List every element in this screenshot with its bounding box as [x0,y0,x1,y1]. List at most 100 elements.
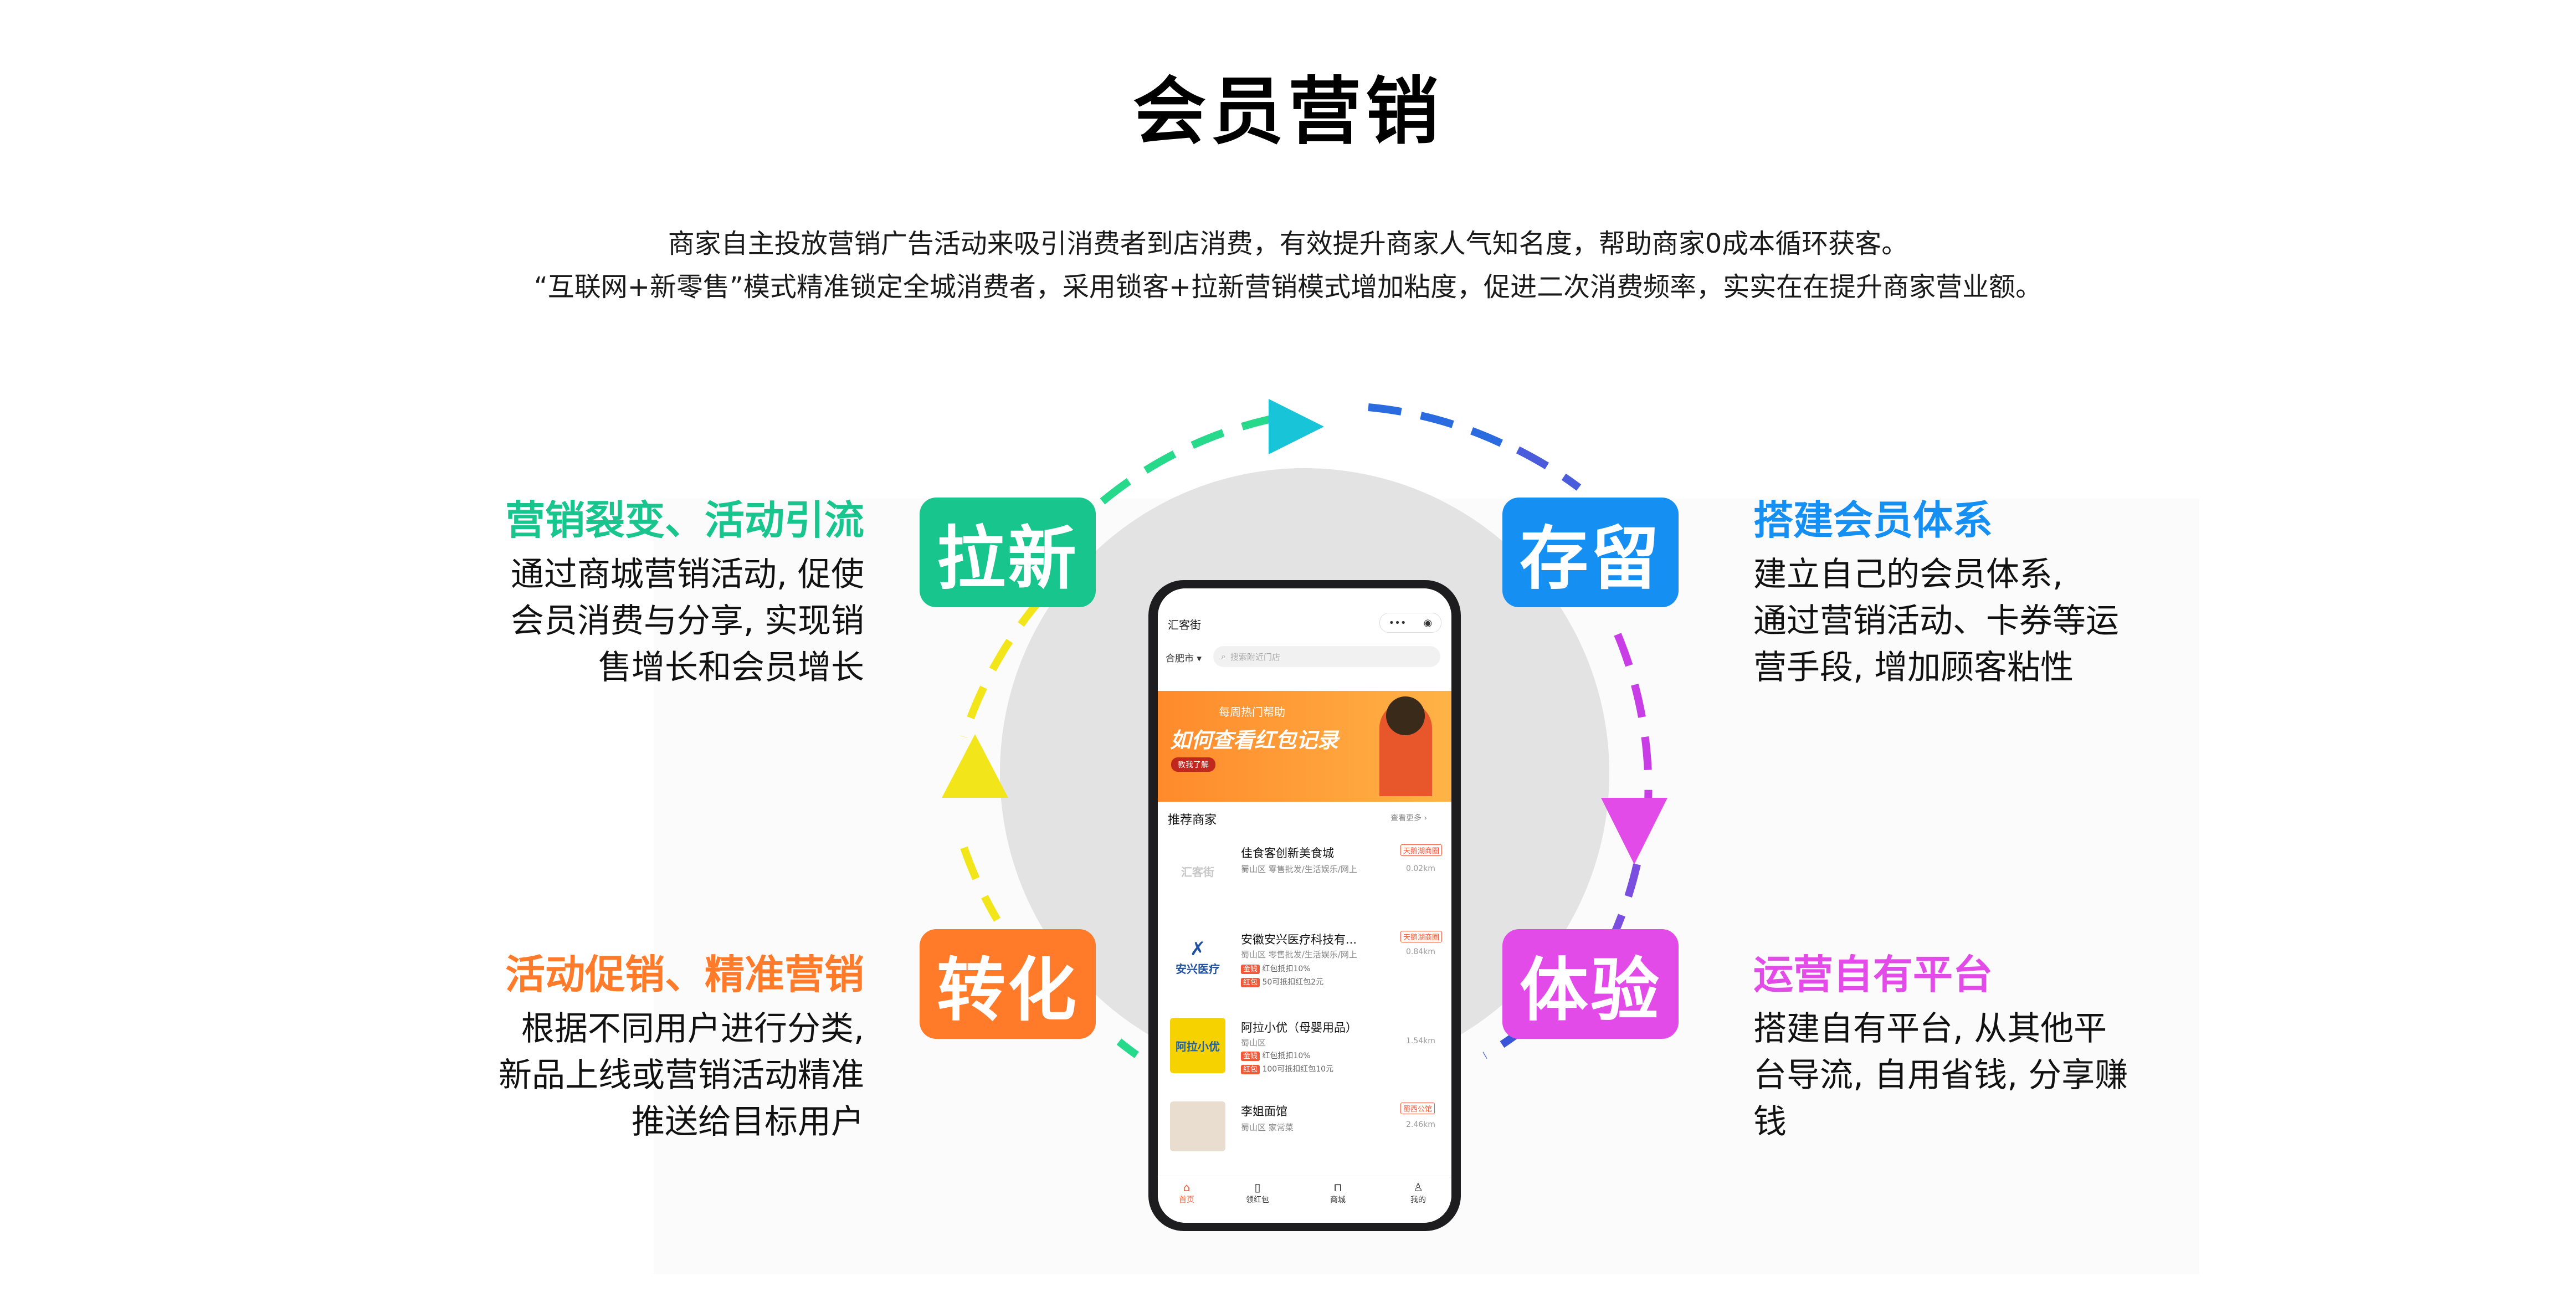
laxin-desc: 通过商城营销活动, 促使 会员消费与分享, 实现销 售增长和会员增长 [388,551,864,691]
nav-item-redpacket[interactable]: ▯ 领红包 [1235,1181,1280,1205]
offer-text: 红包抵扣10% [1262,965,1311,973]
banner-main-text: 如何查看红包记录 [1170,728,1339,752]
search-icon: ⌕ [1221,651,1226,662]
merchant-sub: 蜀山区 零售批发/生活娱乐/网上 [1241,864,1357,874]
merchant-sub: 蜀山区 家常菜 [1241,1122,1294,1132]
merchant-name: 安徽安兴医疗科技有... [1241,933,1357,946]
merchant-logo: ✗ 安兴医疗 [1170,932,1225,982]
merchant-logo-text: 安兴医疗 [1176,962,1220,976]
nav-item-mine[interactable]: ♙ 我的 [1396,1181,1440,1205]
cunliu-desc-line: 建立自己的会员体系, [1753,555,2064,594]
tiyan-desc-line: 搭建自有平台, 从其他平 [1753,1009,2107,1048]
merchant-name: 佳食客创新美食城 [1241,847,1334,860]
merchant-logo: 阿拉小优 [1170,1018,1225,1073]
bottom-nav: ⌂ 首页 ▯ 领红包 ⊓ 商城 ♙ 我的 [1158,1176,1451,1223]
offer-tag: 金钱 [1241,1052,1260,1061]
merchant-row[interactable]: 阿拉小优 阿拉小优（母婴用品） 蜀山区 金钱 红包抵扣10% 红包 100可抵扣… [1158,1007,1451,1090]
bag-icon: ⊓ [1333,1181,1342,1194]
merchant-sub: 蜀山区 [1241,1038,1266,1048]
offer-text: 红包抵扣10% [1262,1052,1311,1060]
arrow-left [942,734,1008,798]
offer-tag: 红包 [1241,1065,1260,1074]
laxin-desc-line: 售增长和会员增长 [598,648,864,687]
search-placeholder: 搜索附近门店 [1230,652,1280,662]
nav-label: 我的 [1410,1196,1426,1204]
ring-arc-bottom-left [1116,1038,1152,1067]
offer-text: 100可抵扣红包10元 [1262,1065,1334,1074]
app-title: 汇客街 [1168,618,1201,632]
chevron-right-icon: › [1422,814,1428,823]
nav-item-home[interactable]: ⌂ 首页 [1164,1181,1209,1205]
laxin-desc-line: 会员消费与分享, 实现销 [510,602,864,640]
laxin-desc-line: 通过商城营销活动, 促使 [510,555,864,594]
merchant-badge: 天鹅湖商圈 [1400,931,1443,942]
zhuanhua-desc-line: 根据不同用户进行分类, [521,1009,864,1048]
ring-arc-left-upper [960,596,1045,739]
tiyan-desc-line: 钱 [1753,1103,1787,1141]
merchant-distance: 0.02km [1406,864,1435,873]
laxin-heading: 营销裂变、活动引流 [505,497,864,544]
banner-button[interactable]: 教我了解 [1171,757,1215,772]
merchant-logo [1170,1101,1225,1151]
page-title: 会员营销 [1133,69,1443,155]
offer-line: 红包 50可抵扣红包2元 [1241,976,1323,987]
status-bar [1158,588,1451,605]
chevron-down-icon: ▾ [1194,653,1202,664]
merchant-distance: 2.46km [1406,1120,1435,1129]
section-title: 推荐商家 [1168,813,1217,827]
subtitle-line-2: “互联网+新零售”模式精准锁定全城消费者，采用锁客+拉新营销模式增加粘度，促进二… [533,271,2043,303]
merchant-row[interactable]: 李姐面馆 蜀山区 家常菜 蜀西公馆 2.46km [1158,1094,1451,1155]
offer-line: 红包 100可抵扣红包10元 [1241,1063,1333,1074]
promo-banner[interactable]: 每周热门帮助 如何查看红包记录 教我了解 [1158,691,1451,802]
anxing-logo-icon: ✗ [1189,937,1206,960]
merchant-row[interactable]: 汇客街 佳食客创新美食城 蜀山区 零售批发/生活娱乐/网上 天鹅湖商圈 0.02… [1158,832,1451,915]
nav-label: 首页 [1179,1196,1194,1204]
nav-item-mall[interactable]: ⊓ 商城 [1316,1181,1360,1205]
cunliu-desc-line: 通过营销活动、卡券等运 [1753,602,2119,640]
merchant-logo: 汇客街 [1181,865,1214,879]
merchant-name: 阿拉小优（母婴用品） [1241,1021,1357,1034]
nav-label: 领红包 [1246,1196,1269,1204]
ring-arc-top-left [1100,414,1275,505]
offer-tag: 红包 [1241,978,1260,987]
merchant-name: 李姐面馆 [1241,1105,1287,1118]
zhuanhua-desc-line: 推送给目标用户 [632,1103,864,1141]
merchant-row[interactable]: ✗ 安兴医疗 安徽安兴医疗科技有... 蜀山区 零售批发/生活娱乐/网上 金钱 … [1158,920,1451,1003]
section-more-link[interactable]: 查看更多 › [1390,812,1427,823]
more-icon[interactable]: ••• [1388,617,1407,629]
ring-arc-top-right [1516,446,1582,491]
ring-arc-right [1614,633,1653,804]
search-bar[interactable]: ⌕ 搜索附近门店 [1213,646,1440,667]
merchant-badge: 蜀西公馆 [1400,1103,1435,1114]
subtitle-line-1: 商家自主投放营销广告活动来吸引消费者到店消费，有效提升商家人气知名度，帮助商家0… [668,228,1908,259]
zhuanhua-desc-line: 新品上线或营销活动精准 [499,1056,864,1095]
tag-laxin: 拉新 [920,498,1096,607]
tiyan-heading: 运营自有平台 [1753,951,1993,998]
arrow-right [1601,798,1667,864]
city-selector[interactable]: 合肥市 ▾ [1166,650,1202,664]
tiyan-desc: 搭建自有平台, 从其他平 台导流, 自用省钱, 分享赚 钱 [1753,1006,2230,1145]
tag-tiyan: 体验 [1502,929,1679,1039]
merchant-badge: 天鹅湖商圈 [1400,844,1443,856]
cunliu-desc: 建立自己的会员体系, 通过营销活动、卡券等运 营手段, 增加顾客粘性 [1753,551,2230,691]
zhuanhua-heading: 活动促销、精准营销 [505,951,864,998]
merchant-distance: 0.84km [1406,947,1435,956]
ring-arc-left-lower [960,846,1001,922]
close-icon[interactable]: ◉ [1423,617,1433,629]
merchant-sub: 蜀山区 零售批发/生活娱乐/网上 [1241,950,1357,960]
city-label: 合肥市 [1166,653,1194,664]
mini-program-capsule[interactable]: ••• ◉ [1379,613,1441,633]
tiyan-desc-line: 台导流, 自用省钱, 分享赚 [1753,1056,2128,1095]
tag-cunliu: 存留 [1502,498,1679,607]
redpacket-icon: ▯ [1254,1181,1261,1194]
merchant-distance: 1.54km [1406,1037,1435,1045]
tag-zhuanhua: 转化 [920,929,1096,1039]
phone-screen: 汇客街 ••• ◉ 合肥市 ▾ ⌕ 搜索附近门店 每周热门帮助 如何查看红包记录… [1158,588,1451,1223]
cunliu-desc-line: 营手段, 增加顾客粘性 [1753,648,2074,687]
offer-text: 50可抵扣红包2元 [1262,978,1324,987]
banner-top-text: 每周热门帮助 [1219,705,1285,719]
cunliu-heading: 搭建会员体系 [1753,497,1993,544]
home-icon: ⌂ [1183,1181,1190,1194]
banner-person-head [1386,696,1425,735]
arrow-top [1269,399,1324,454]
